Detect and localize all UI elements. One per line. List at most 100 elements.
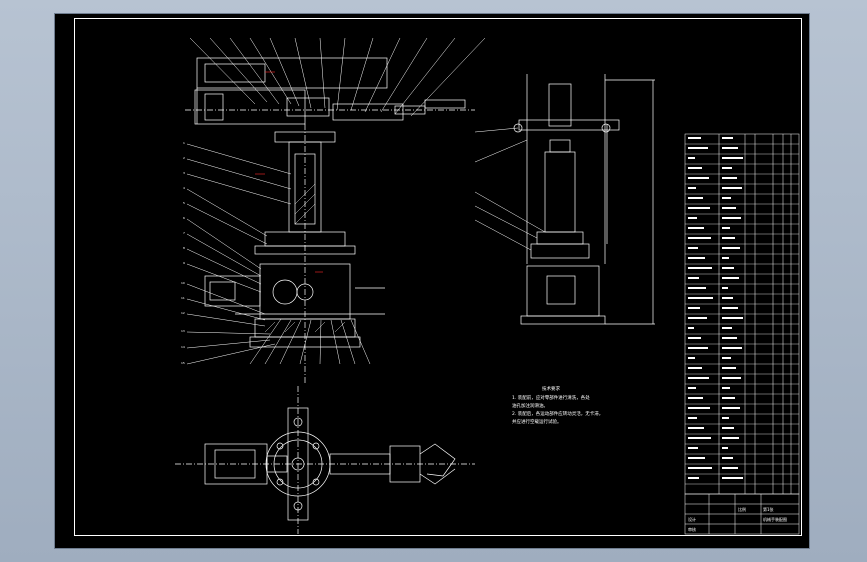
svg-text:7: 7	[183, 231, 185, 235]
title-block-check: 审核	[688, 527, 696, 532]
svg-text:15: 15	[181, 361, 185, 365]
parts-row-scribble	[688, 227, 704, 229]
parts-row-scribble	[722, 347, 742, 349]
notes-item-1: 1. 装配前，应对零部件进行清洗，各处	[512, 396, 590, 401]
parts-row-scribble	[722, 227, 730, 229]
parts-row-scribble	[688, 237, 711, 239]
svg-text:11: 11	[181, 296, 185, 300]
parts-row-scribble	[722, 367, 736, 369]
title-block-sheet: 第1张	[763, 507, 774, 512]
parts-row-scribble	[722, 167, 732, 169]
parts-row-scribble	[722, 447, 728, 449]
parts-row-scribble	[722, 207, 736, 209]
parts-row-scribble	[688, 297, 713, 299]
parts-row-scribble	[688, 467, 712, 469]
parts-row-scribble	[722, 397, 735, 399]
parts-row-scribble	[722, 257, 729, 259]
parts-row-scribble	[722, 357, 731, 359]
parts-row-scribble	[688, 447, 698, 449]
svg-text:4: 4	[183, 186, 185, 190]
parts-row-scribble	[722, 247, 740, 249]
parts-row-scribble	[688, 357, 695, 359]
svg-text:1: 1	[183, 141, 185, 145]
side-view	[474, 74, 655, 325]
parts-row-scribble	[688, 427, 704, 429]
parts-row-scribble	[722, 427, 734, 429]
svg-text:3: 3	[183, 171, 185, 175]
parts-row-scribble	[722, 387, 730, 389]
parts-row-scribble	[688, 417, 697, 419]
svg-text:2: 2	[183, 156, 185, 160]
title-block-title: 机械手装配图	[763, 517, 787, 522]
parts-row-scribble	[688, 267, 712, 269]
notes-item-2: 2. 装配后，各运动部件应转动灵活，无卡滞，	[512, 412, 604, 417]
parts-row-scribble	[688, 457, 705, 459]
parts-row-scribble	[688, 407, 710, 409]
drawing-frame	[74, 18, 802, 536]
technical-requirements: 技术要求 1. 装配前，应对零部件进行清洗，各处 油孔加注润滑油。 2. 装配后…	[512, 387, 682, 428]
parts-row-scribble	[688, 477, 699, 479]
top-view	[175, 386, 475, 534]
parts-row-scribble	[688, 277, 699, 279]
parts-row-scribble	[722, 337, 737, 339]
parts-row-scribble	[722, 327, 732, 329]
parts-row-scribble	[688, 187, 696, 189]
parts-row-scribble	[688, 287, 706, 289]
parts-row-scribble	[688, 167, 702, 169]
parts-row-scribble	[722, 307, 738, 309]
parts-row-scribble	[688, 347, 708, 349]
notes-item-2b: 并应进行空载运行试验。	[512, 420, 562, 425]
parts-row-scribble	[688, 147, 708, 149]
notes-heading: 技术要求	[542, 387, 560, 392]
parts-row-scribble	[688, 157, 695, 159]
parts-row-scribble	[722, 287, 728, 289]
parts-row-scribble	[688, 377, 709, 379]
parts-row-scribble	[722, 177, 737, 179]
svg-text:12: 12	[181, 311, 185, 315]
parts-row-scribble	[722, 187, 742, 189]
parts-row-scribble	[722, 467, 738, 469]
parts-row-scribble	[722, 137, 733, 139]
svg-text:6: 6	[183, 216, 185, 220]
notes-item-1b: 油孔加注润滑油。	[512, 404, 548, 409]
title-block-design: 设计	[688, 517, 696, 522]
parts-row-scribble	[688, 367, 702, 369]
parts-row-scribble	[688, 217, 697, 219]
parts-row-scribble	[688, 137, 701, 139]
parts-row-scribble	[722, 277, 739, 279]
parts-row-scribble	[722, 217, 741, 219]
parts-row-scribble	[688, 207, 710, 209]
svg-text:13: 13	[181, 329, 185, 333]
parts-row-scribble	[688, 177, 709, 179]
title-block-scale: 比例	[738, 507, 746, 512]
svg-text:5: 5	[183, 201, 185, 205]
parts-row-scribble	[722, 267, 734, 269]
parts-row-scribble	[688, 247, 698, 249]
parts-row-scribble	[688, 257, 705, 259]
parts-row-scribble	[722, 477, 743, 479]
parts-row-scribble	[722, 157, 743, 159]
parts-row-scribble	[722, 377, 741, 379]
parts-row-scribble	[722, 197, 731, 199]
parts-row-scribble	[722, 147, 738, 149]
parts-row-scribble	[722, 297, 733, 299]
parts-row-scribble	[688, 397, 703, 399]
parts-row-scribble	[722, 417, 729, 419]
parts-row-scribble	[688, 437, 711, 439]
parts-row-scribble	[688, 327, 694, 329]
parts-row-scribble	[722, 437, 739, 439]
svg-text:8: 8	[183, 246, 185, 250]
svg-text:14: 14	[181, 345, 185, 349]
title-block	[684, 493, 800, 535]
parts-row-scribble	[688, 307, 700, 309]
parts-row-scribble	[688, 337, 701, 339]
parts-row-scribble	[722, 237, 735, 239]
svg-text:10: 10	[181, 281, 185, 285]
parts-row-scribble	[722, 317, 743, 319]
parts-row-scribble	[688, 317, 707, 319]
parts-row-scribble	[722, 457, 733, 459]
parts-row-scribble	[688, 387, 696, 389]
